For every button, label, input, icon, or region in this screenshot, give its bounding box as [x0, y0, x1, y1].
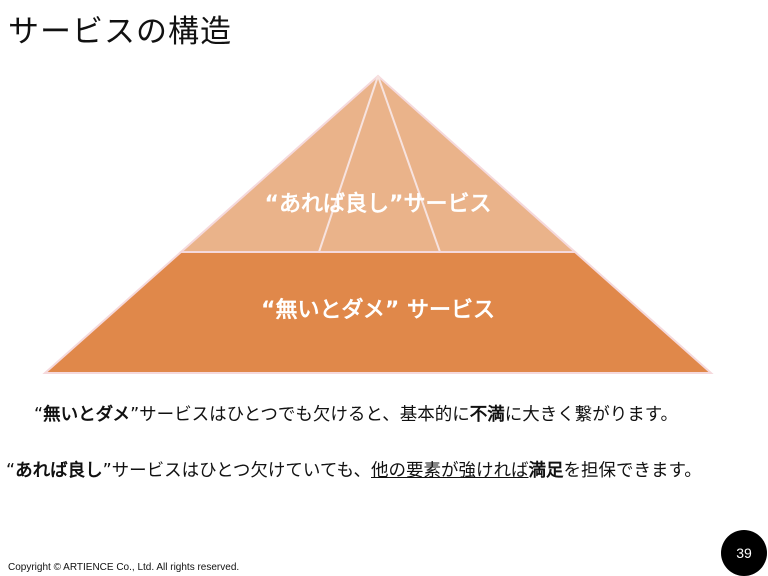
text: ”サービスはひとつでも欠けると、基本的に — [130, 405, 470, 425]
text: に大きく繋がります。 — [504, 405, 678, 425]
page-number-badge: 39 — [721, 530, 767, 576]
pyramid-bottom-tier — [42, 251, 714, 374]
top-tier-divider-right — [377, 75, 441, 253]
underlined-text: 他の要素が強ければ — [371, 461, 529, 481]
text: ”サービスはひとつ欠けていても、 — [102, 461, 371, 481]
pyramid-top-tier — [178, 74, 578, 253]
text: を担保できます。 — [563, 461, 702, 481]
explanation-line-1: “無いとダメ”サービスはひとつでも欠けると、基本的に不満に大きく繋がります。 — [34, 401, 678, 426]
bold-text: 無いとダメ — [43, 405, 131, 425]
bold-text: あれば良し — [15, 461, 103, 481]
quote-open: “ — [6, 461, 16, 481]
bold-text: 満足 — [528, 461, 564, 481]
explanation-line-2: “あれば良し”サービスはひとつ欠けていても、他の要素が強ければ満足を担保できます… — [6, 457, 702, 482]
slide-title: サービスの構造 — [8, 14, 232, 50]
bottom-tier-label: “無いとダメ” サービス — [261, 298, 495, 323]
top-tier-divider-left — [318, 75, 379, 253]
copyright-footer: Copyright © ARTIENCE Co., Ltd. All right… — [8, 562, 240, 573]
bold-text: 不満 — [469, 405, 505, 425]
quote-open: “ — [34, 405, 44, 425]
top-tier-label: “あれば良し”サービス — [264, 192, 492, 217]
